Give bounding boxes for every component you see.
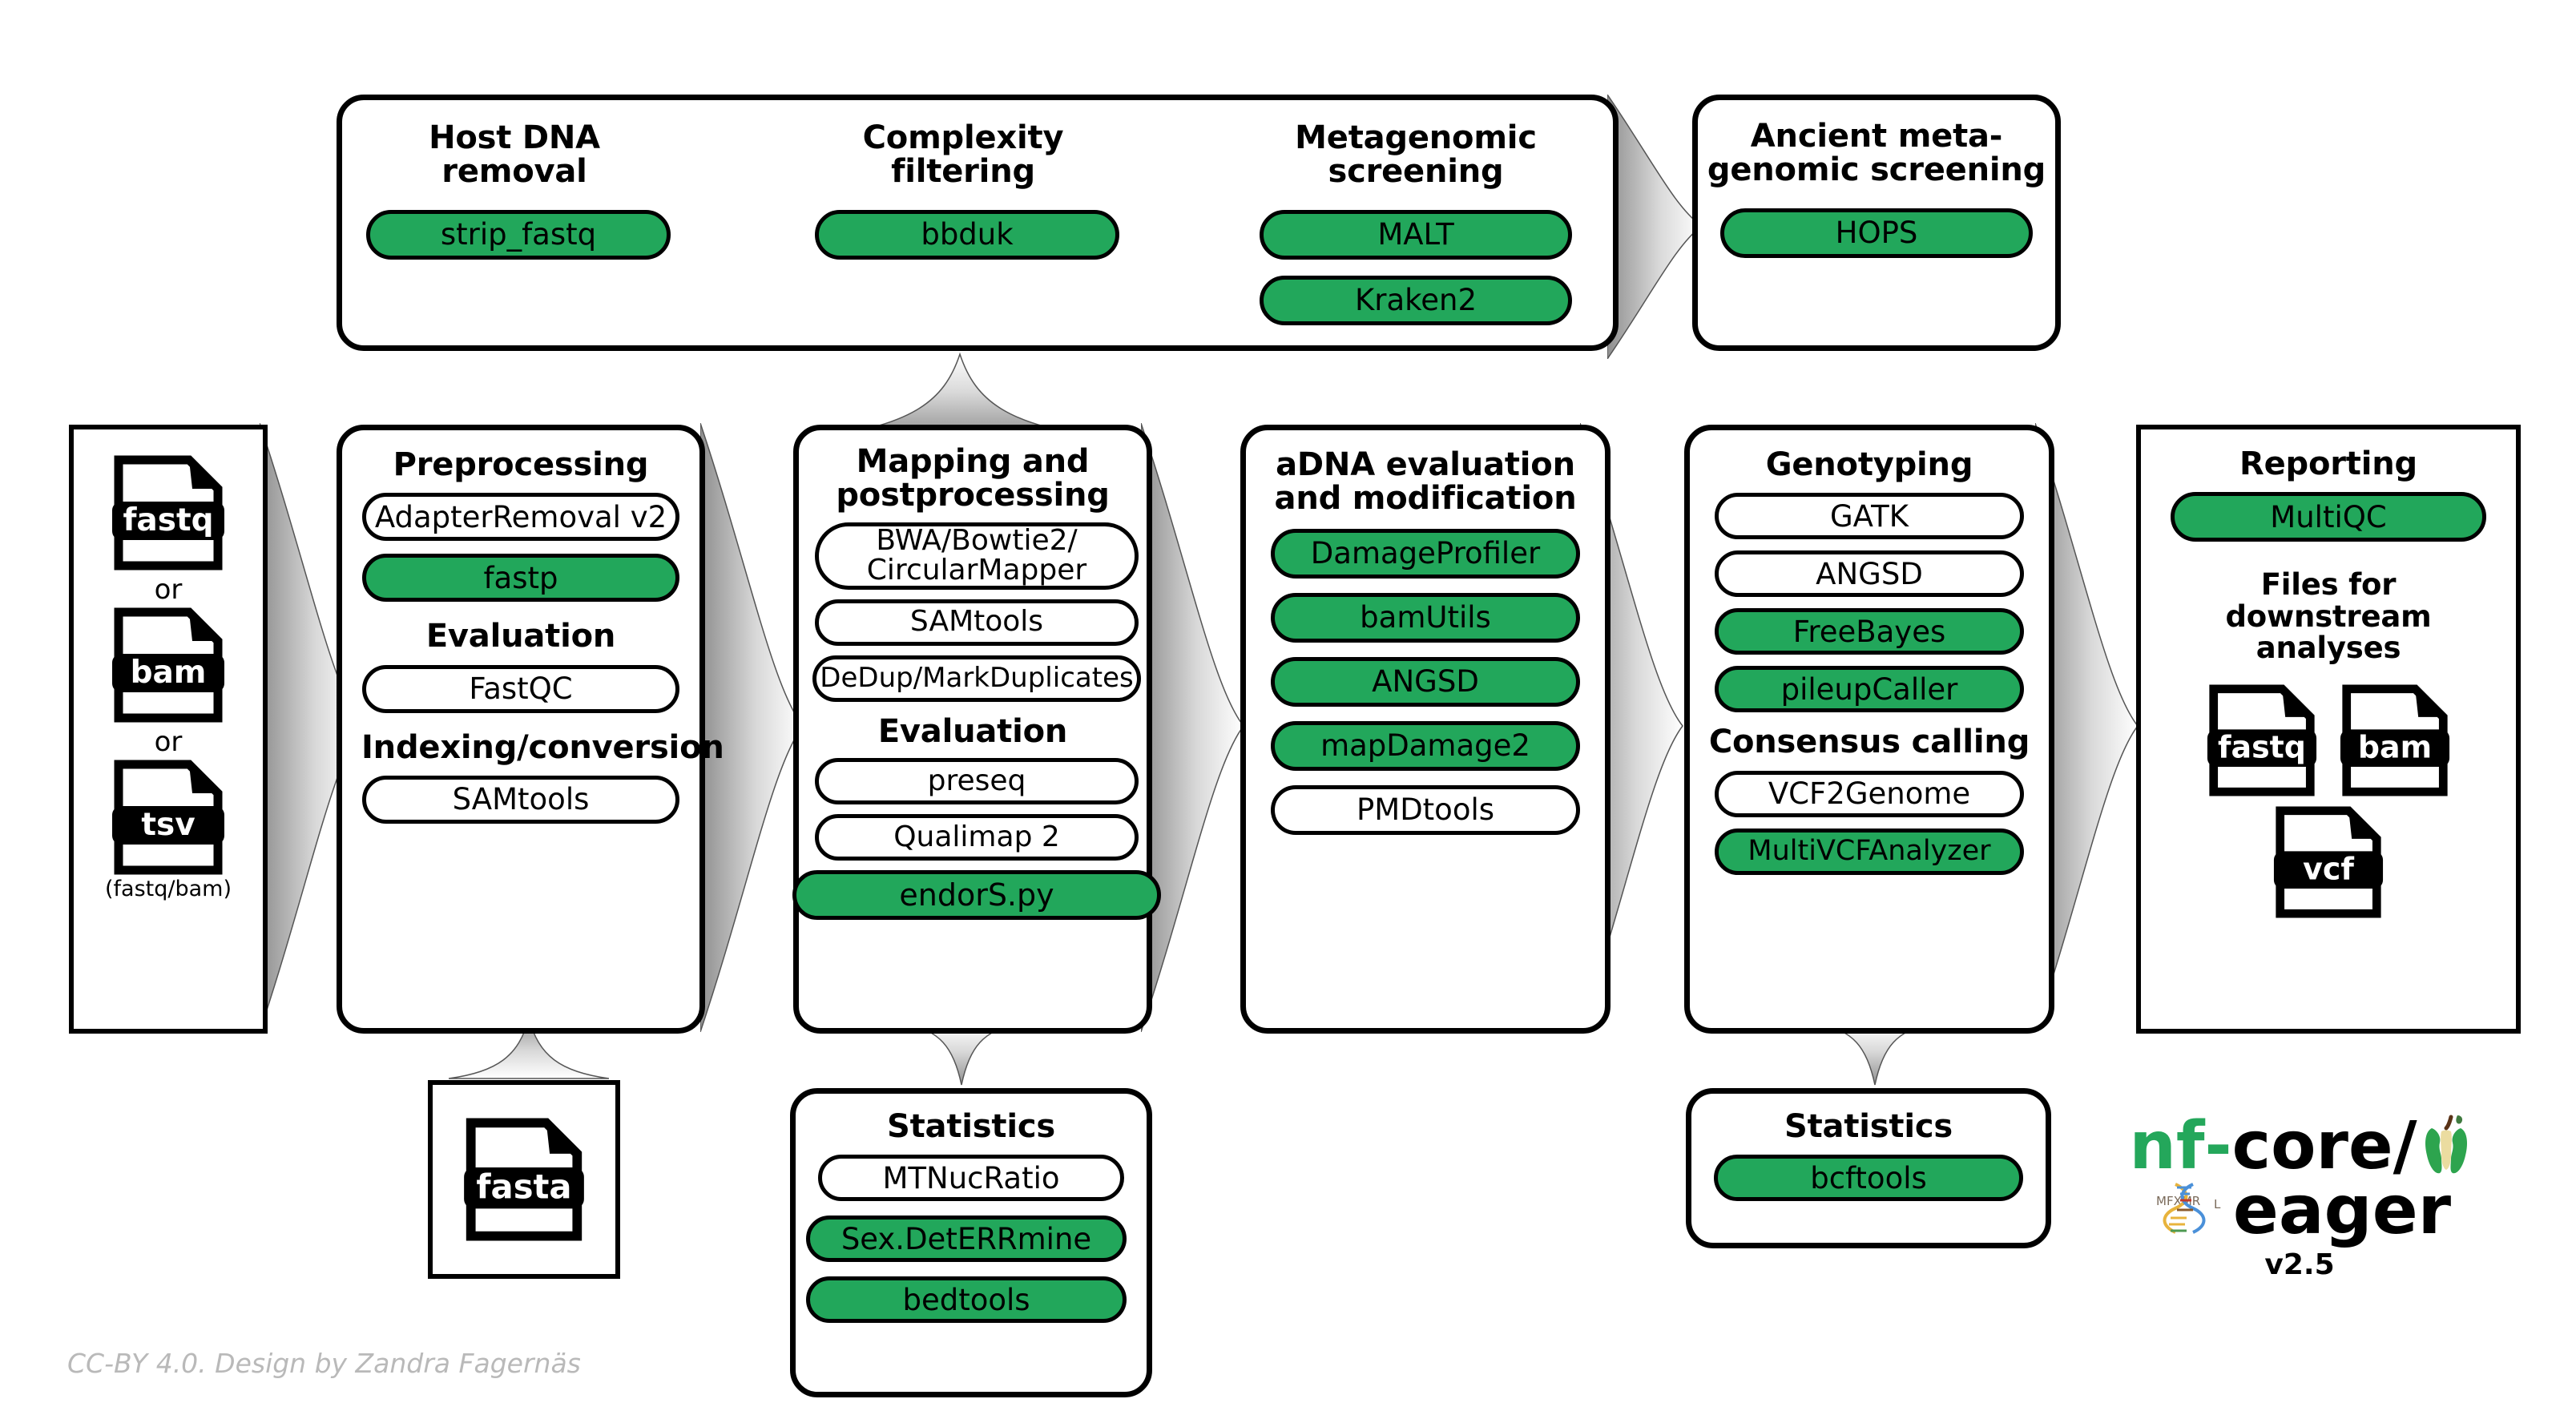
preprocessing-evaluation-heading: Evaluation (425, 618, 616, 655)
arrow-mapping-to-adna (1141, 423, 1245, 1032)
tool-endors-py[interactable]: endorS.py (792, 870, 1161, 921)
tool-mapdamage2[interactable]: mapDamage2 (1271, 720, 1580, 771)
svg-text:tsv: tsv (141, 807, 195, 843)
file-icon-bam-output: bam (2339, 684, 2451, 796)
input-files-box: fastq or bam or tsv (69, 425, 268, 1034)
tool-sex-deterrmine[interactable]: Sex.DetERRmine (806, 1216, 1127, 1263)
screening-col-1-title: Complexity filtering (862, 119, 1064, 191)
preprocessing-box: Preprocessing AdapterRemoval v2 fastp Ev… (337, 425, 724, 1034)
tool-dedup-markduplicates[interactable]: DeDup/MarkDuplicates (812, 655, 1141, 702)
adna-title: aDNA evaluation and modification (1274, 446, 1577, 518)
tool-samtools-preprocessing[interactable]: SAMtools (362, 776, 679, 824)
tool-bcftools[interactable]: bcftools (1714, 1155, 2023, 1202)
tool-damageprofiler[interactable]: DamageProfiler (1271, 528, 1580, 579)
reporting-subtitle: Files for downstream analyses (2225, 567, 2432, 665)
preprocessing-indexing-heading: Indexing/conversion (361, 728, 724, 766)
file-icon-fasta: fasta (464, 1118, 584, 1241)
screening-box: Host DNA removal strip_fastq Complexity … (337, 95, 1619, 351)
statistics-left-title: Statistics (887, 1108, 1055, 1145)
file-icon-bam: bam (112, 607, 224, 723)
svg-text:fastq: fastq (2218, 729, 2306, 764)
tool-bbduk[interactable]: bbduk (815, 209, 1119, 260)
logo-eager-text: eager (2232, 1171, 2452, 1250)
file-icon-tsv: tsv (112, 760, 224, 875)
logo-nf-text: nf (2129, 1108, 2205, 1185)
ancient-screening-box: Ancient meta- genomic screening HOPS (1692, 95, 2061, 351)
tool-fastqc[interactable]: FastQC (362, 664, 679, 713)
dna-helix-icon: MFXMR L (2148, 1175, 2231, 1247)
tool-preseq[interactable]: preseq (815, 758, 1139, 805)
input-or-2: or (154, 726, 183, 758)
file-icon-fastq-output: fastq (2206, 684, 2318, 796)
arrow-metagenomic-to-ancient (1607, 95, 1703, 359)
svg-text:bam: bam (2358, 729, 2432, 764)
nf-core-eager-logo: nf - core/ MFXMR (2115, 1114, 2484, 1306)
tool-mtnucratio[interactable]: MTNucRatio (818, 1155, 1124, 1202)
arrow-preprocessing-to-mapping (700, 423, 804, 1032)
genotyping-title: Genotyping (1765, 446, 1973, 483)
genotyping-box: Genotyping GATK ANGSD FreeBayes pileupCa… (1684, 425, 2054, 1034)
reporting-box: Reporting MultiQC Files for downstream a… (2136, 425, 2521, 1034)
credit-text: CC-BY 4.0. Design by Zandra Fagernäs (67, 1348, 581, 1379)
screening-col-0-title: Host DNA removal (429, 119, 600, 191)
statistics-right-box: Statistics bcftools (1686, 1088, 2051, 1248)
fasta-box: fasta (428, 1080, 620, 1279)
mapping-title: Mapping and postprocessing (836, 443, 1110, 514)
tool-gatk[interactable]: GATK (1715, 493, 2024, 540)
tool-freebayes[interactable]: FreeBayes (1715, 608, 2024, 655)
reporting-title: Reporting (2239, 445, 2417, 482)
adna-box: aDNA evaluation and modification DamageP… (1240, 425, 1611, 1034)
tool-vcf2genome[interactable]: VCF2Genome (1715, 770, 2024, 817)
tool-angsd-genotyping[interactable]: ANGSD (1715, 550, 2024, 598)
svg-text:vcf: vcf (2303, 851, 2354, 886)
consensus-calling-heading: Consensus calling (1708, 724, 2030, 761)
svg-text:fastq: fastq (123, 502, 213, 538)
tool-qualimap-2[interactable]: Qualimap 2 (815, 814, 1139, 861)
logo-core-text: core/ (2231, 1108, 2417, 1185)
apple-core-icon (2422, 1114, 2470, 1179)
logo-version: v2.5 (2264, 1248, 2335, 1281)
input-or-1: or (154, 574, 183, 606)
tool-pmdtools[interactable]: PMDtools (1271, 784, 1580, 835)
mapping-box: Mapping and postprocessing BWA/Bowtie2/ … (792, 425, 1161, 1034)
tool-malt[interactable]: MALT (1260, 209, 1572, 260)
tool-fastp[interactable]: fastp (362, 554, 679, 603)
svg-text:fasta: fasta (476, 1167, 571, 1207)
tool-angsd-adna[interactable]: ANGSD (1271, 656, 1580, 707)
svg-text:L: L (2214, 1197, 2221, 1211)
tool-bwa-bowtie2-circularmapper[interactable]: BWA/Bowtie2/ CircularMapper (815, 522, 1139, 590)
tool-bedtools[interactable]: bedtools (806, 1276, 1127, 1324)
tool-multivcfanalyzer[interactable]: MultiVCFAnalyzer (1715, 828, 2024, 875)
tool-pileupcaller[interactable]: pileupCaller (1715, 666, 2024, 713)
statistics-left-box: Statistics MTNucRatio Sex.DetERRmine bed… (790, 1088, 1152, 1397)
tool-hops[interactable]: HOPS (1720, 208, 2033, 258)
logo-dash: - (2204, 1108, 2232, 1185)
screening-col-2-title: Metagenomic screening (1295, 119, 1537, 191)
file-icon-vcf-output: vcf (2272, 806, 2385, 918)
tool-adapterremoval-v2[interactable]: AdapterRemoval v2 (362, 493, 679, 542)
preprocessing-title: Preprocessing (393, 446, 649, 483)
statistics-right-title: Statistics (1784, 1108, 1953, 1145)
ancient-screening-title: Ancient meta- genomic screening (1707, 118, 2046, 189)
tool-bamutils[interactable]: bamUtils (1271, 592, 1580, 643)
tool-multiqc[interactable]: MultiQC (2171, 492, 2486, 542)
mapping-evaluation-heading: Evaluation (877, 712, 1068, 750)
tool-samtools-mapping[interactable]: SAMtools (815, 599, 1139, 646)
tool-kraken2[interactable]: Kraken2 (1260, 275, 1572, 325)
file-icon-fastq: fastq (112, 455, 224, 570)
svg-text:bam: bam (131, 655, 207, 691)
tool-strip-fastq[interactable]: strip_fastq (366, 209, 671, 260)
input-note: (fastq/bam) (105, 877, 232, 901)
